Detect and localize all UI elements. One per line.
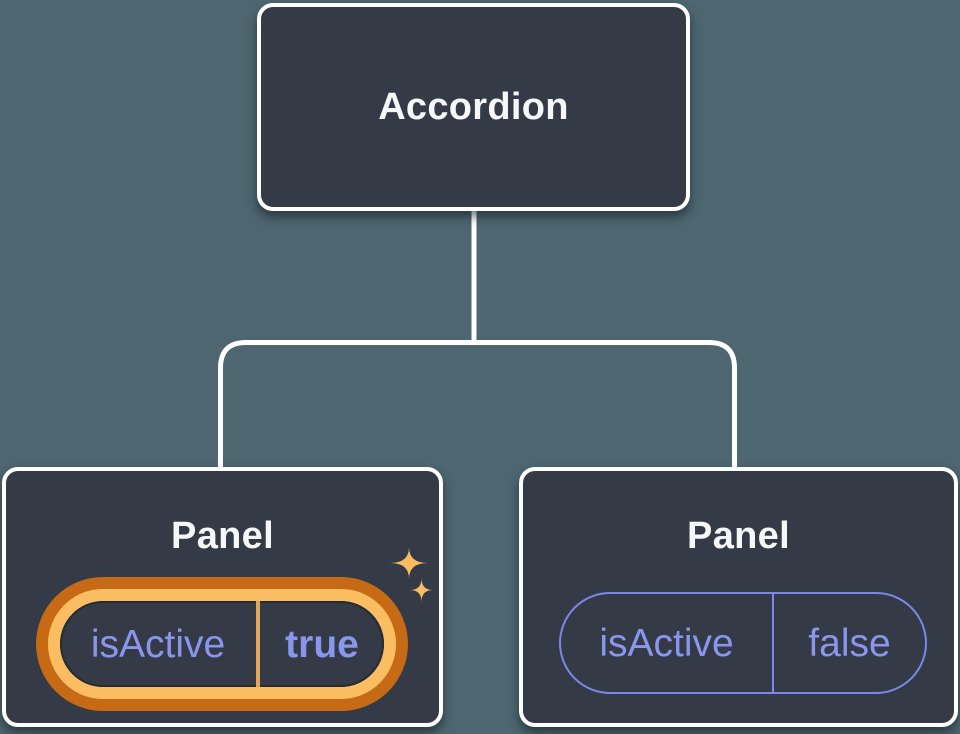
prop-pill-active-content: isActive true: [60, 601, 384, 687]
panel-node-label: Panel: [171, 515, 274, 557]
prop-name-label: isActive: [90, 622, 226, 666]
prop-pill-inactive: isActive false: [559, 592, 927, 694]
prop-pill-active: isActive true: [36, 577, 408, 711]
accordion-node-label: Accordion: [378, 86, 569, 128]
panel-node-label: Panel: [687, 515, 790, 557]
prop-value-label: false: [808, 621, 891, 665]
prop-pill-divider: [772, 594, 774, 692]
panel-node-inactive: Panel isActive false: [519, 467, 958, 727]
prop-pill-divider: [256, 601, 260, 687]
accordion-node: Accordion: [257, 3, 690, 211]
sparkles-icon: [390, 547, 433, 602]
prop-pill-active-inner-ring: isActive true: [48, 589, 396, 699]
prop-value-label: true: [285, 622, 359, 666]
panel-node-active: Panel isActive true: [2, 467, 443, 727]
prop-name-label: isActive: [599, 621, 734, 665]
